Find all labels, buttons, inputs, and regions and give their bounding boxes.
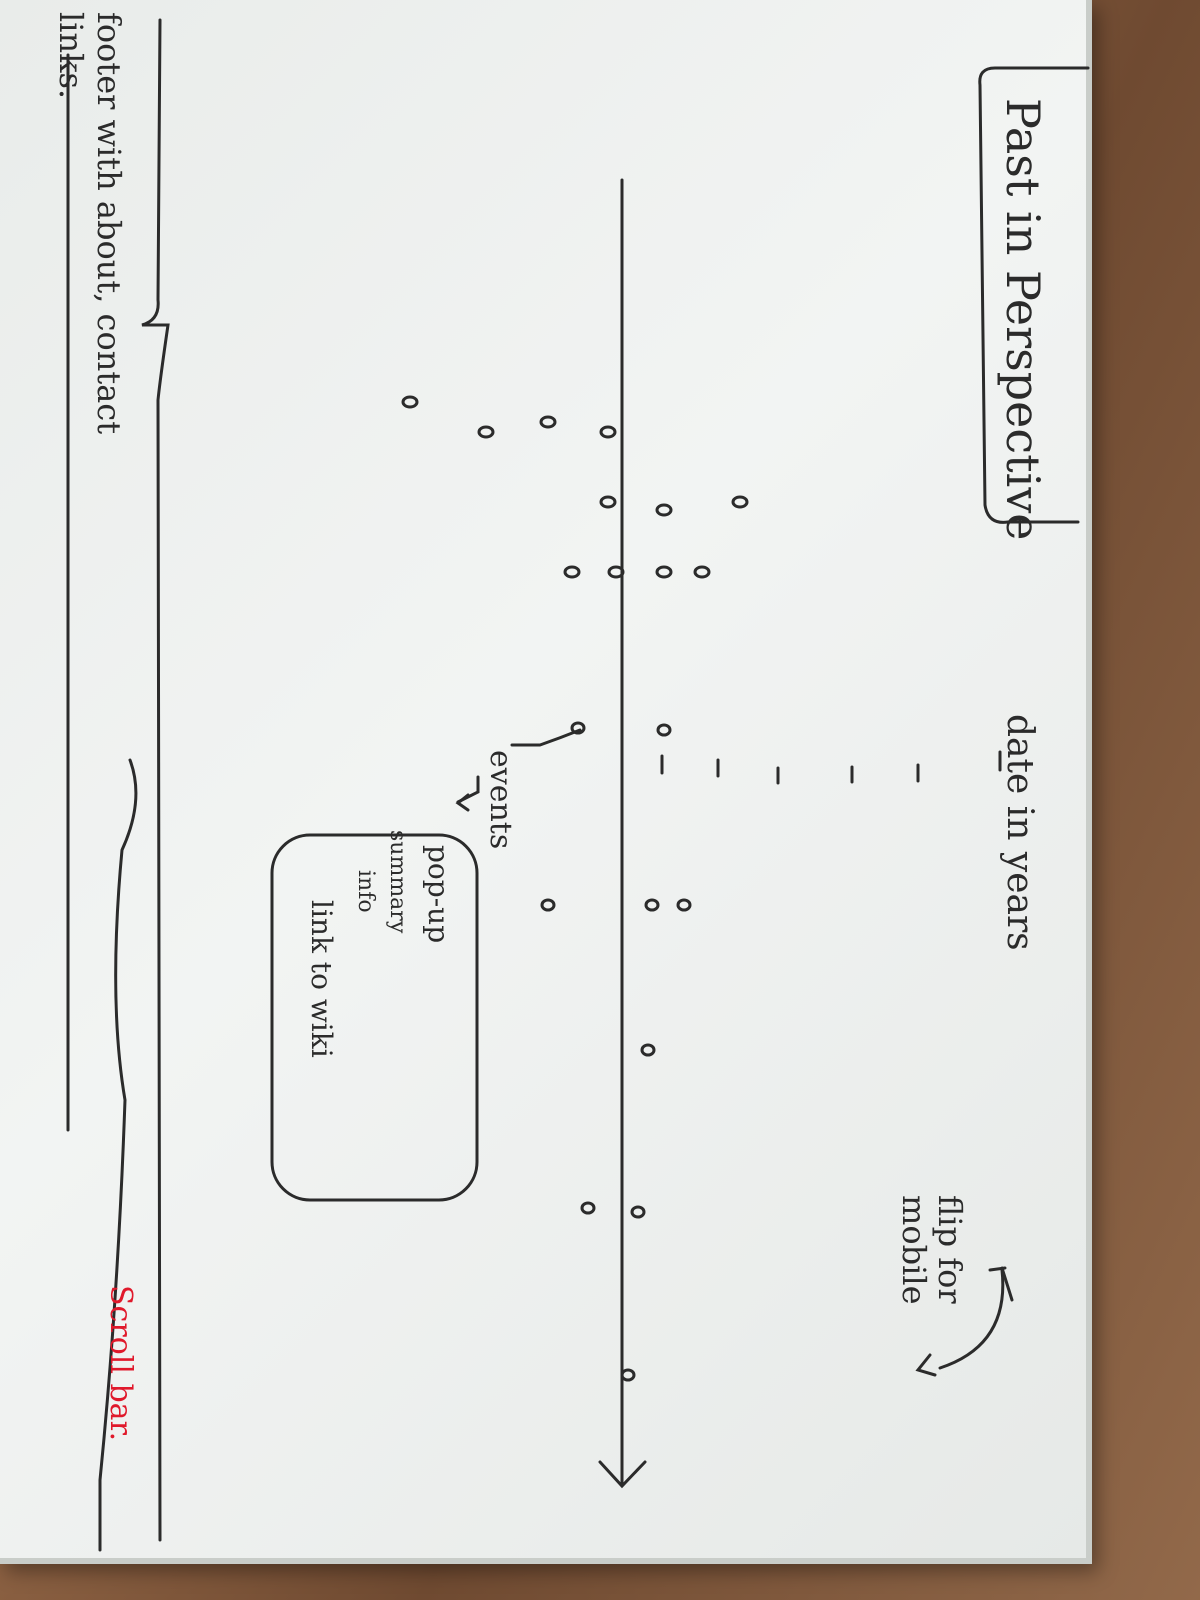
- event-marker-icon: [693, 565, 711, 579]
- popup-info: info: [353, 870, 378, 913]
- footer-divider: [141, 18, 170, 1542]
- event-marker-icon: [401, 395, 419, 409]
- flip-arrow-icon: [938, 1268, 1005, 1370]
- page-title: Past in Perspective: [996, 98, 1050, 541]
- event-marker-icon: [620, 1368, 636, 1382]
- event-marker-icon: [539, 415, 557, 429]
- event-marker-icon: [599, 425, 617, 439]
- axis-label: date in years: [999, 714, 1040, 951]
- event-marker-icon: [640, 1043, 656, 1057]
- scrollbar-label: Scroll bar.: [103, 1285, 138, 1442]
- event-marker-icon: [655, 503, 673, 517]
- event-marker-icon: [570, 721, 586, 735]
- event-marker-icon: [580, 1201, 596, 1215]
- event-marker-icon: [656, 723, 672, 737]
- event-marker-icon: [630, 1205, 646, 1219]
- scrollbar-line: [98, 758, 138, 1552]
- event-marker-icon: [563, 565, 581, 579]
- popup-wiki-link[interactable]: link to wiki: [305, 900, 338, 1058]
- popup-pointer: [456, 775, 480, 804]
- event-marker-icon: [599, 495, 617, 509]
- arrow-right-icon: [598, 1460, 647, 1489]
- events-label: events: [483, 750, 518, 850]
- whiteboard: Past in Perspective date in years flip f…: [0, 0, 1092, 1564]
- popup-title: pop-up: [422, 845, 455, 944]
- event-marker-icon: [607, 565, 625, 579]
- popup-box: [270, 833, 479, 1202]
- event-markers: [401, 395, 749, 1382]
- event-marker-icon: [644, 898, 660, 912]
- date-ticks: [660, 750, 1002, 785]
- event-marker-icon: [676, 898, 692, 912]
- event-marker-icon: [655, 565, 673, 579]
- footer-note: footer with about, contact links.: [52, 12, 128, 435]
- event-marker-icon: [477, 425, 495, 439]
- events-bracket: [510, 728, 582, 747]
- popup-summary: summary: [385, 830, 410, 934]
- flip-note: flip for mobile: [895, 1195, 969, 1305]
- event-marker-icon: [731, 495, 749, 509]
- title-box: [978, 66, 1090, 524]
- event-marker-icon: [540, 898, 556, 912]
